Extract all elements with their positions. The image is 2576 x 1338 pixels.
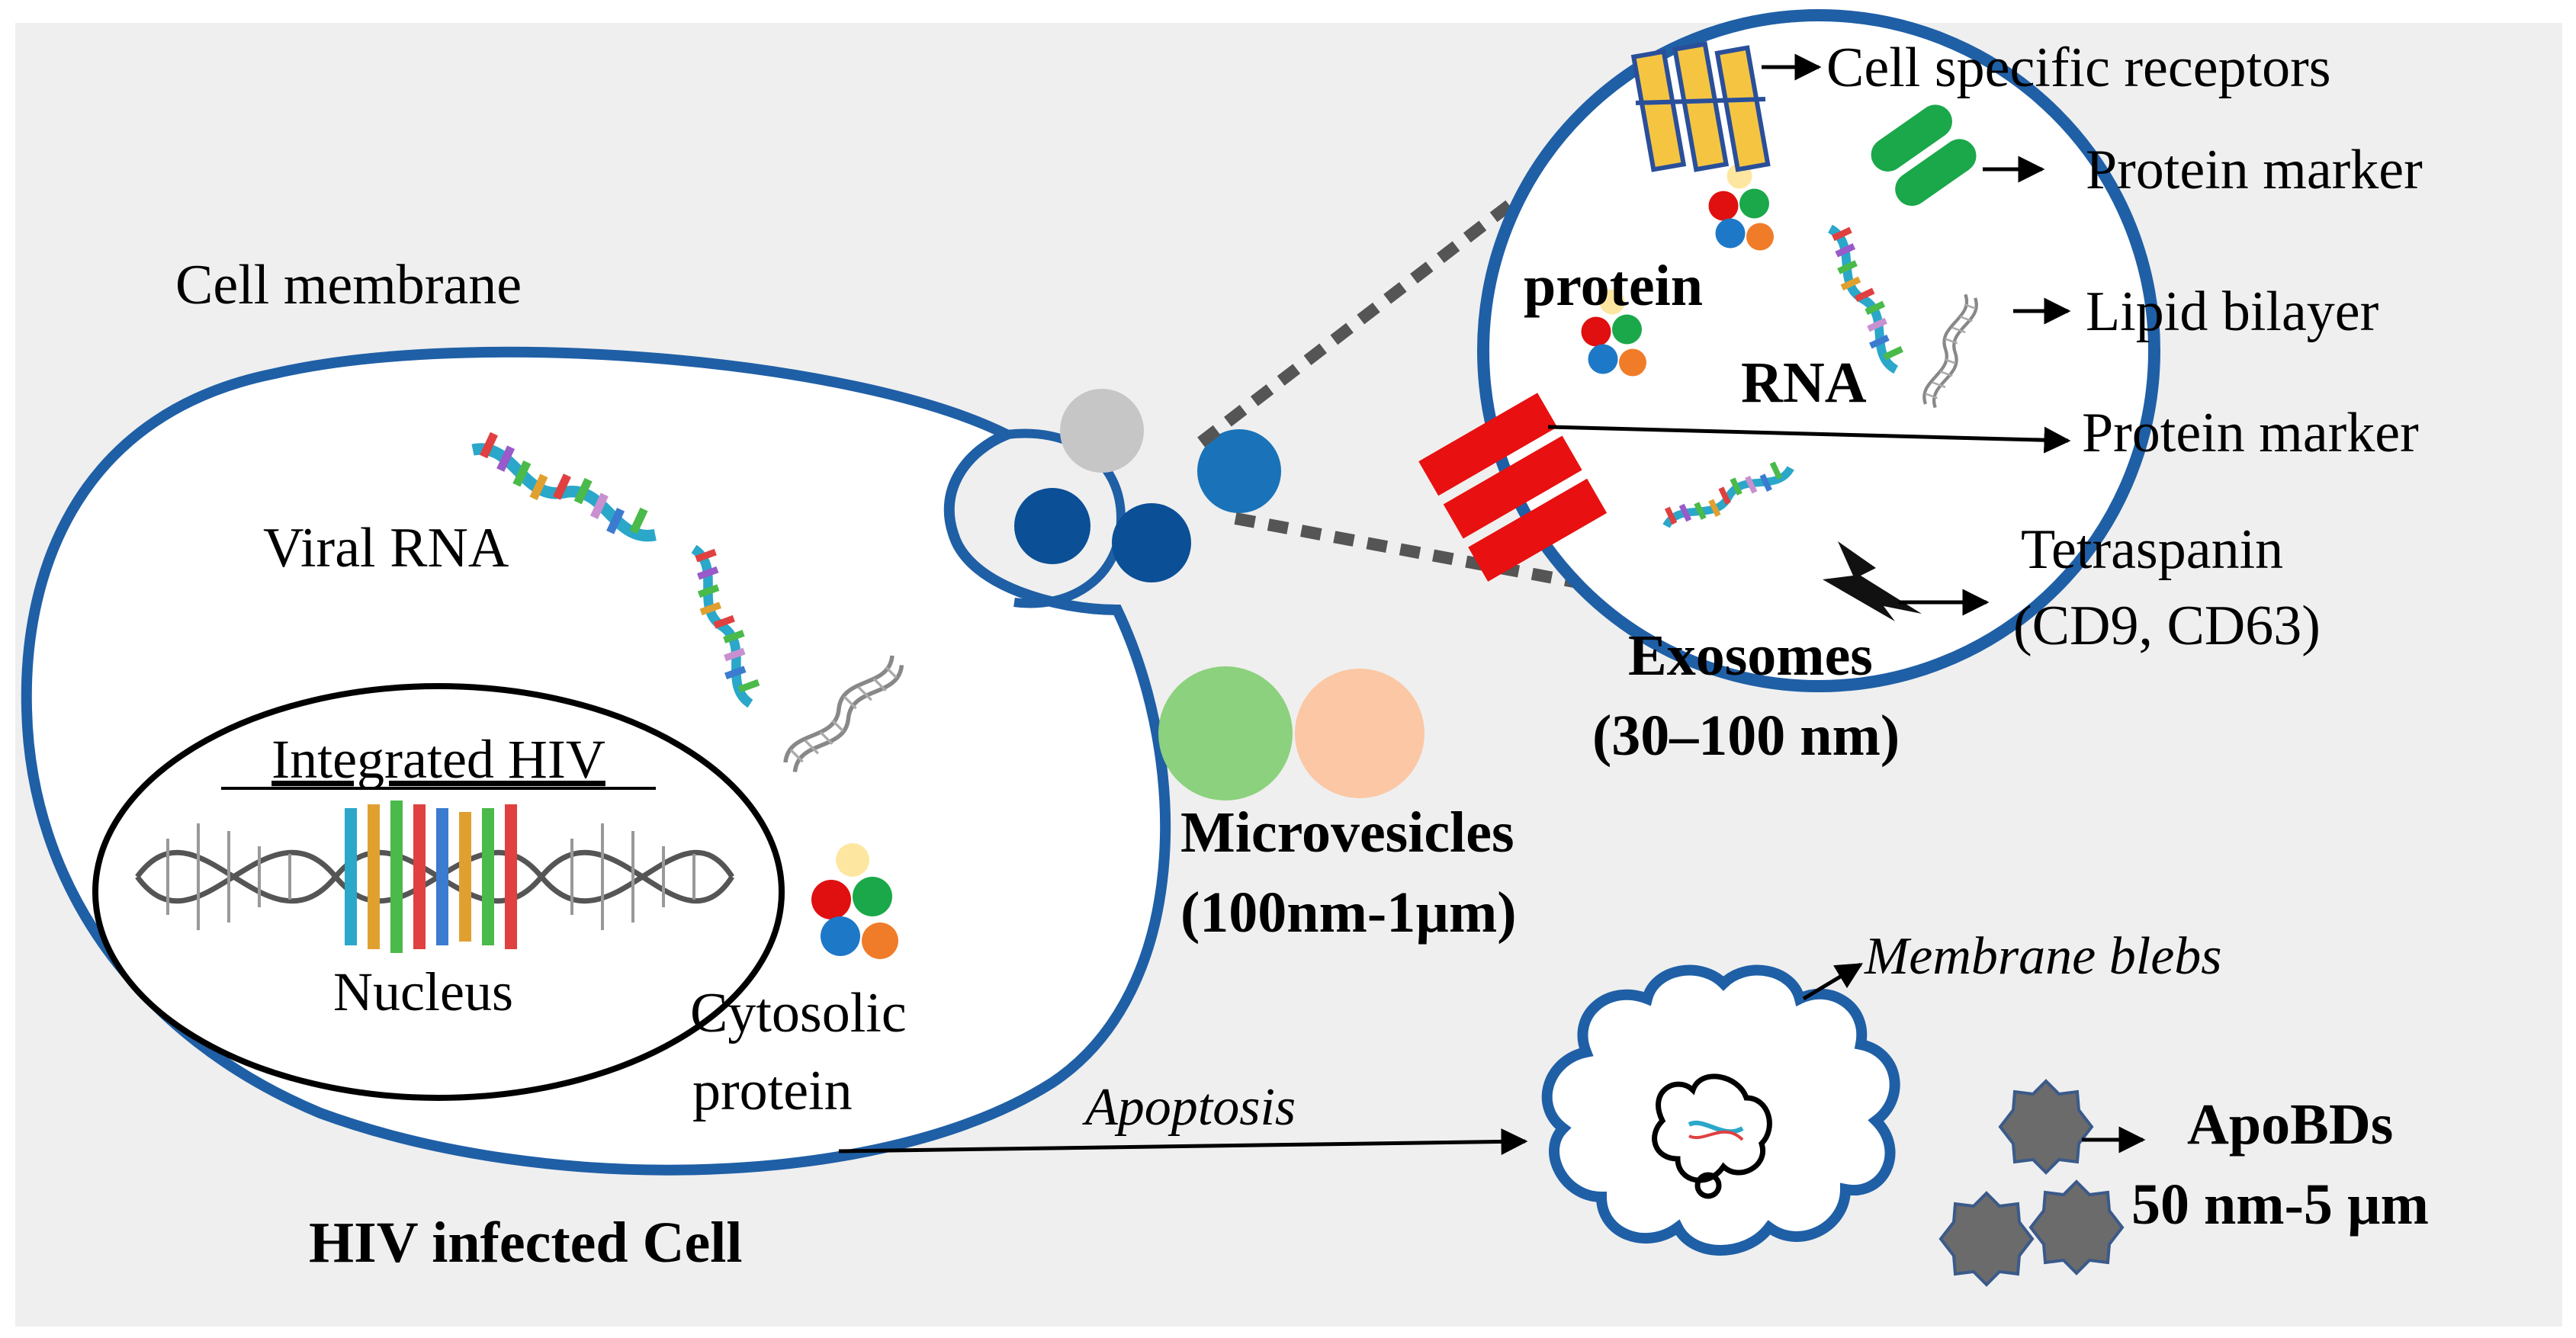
nucleus: Integrated HIV Nucleus <box>92 683 785 1101</box>
blue-vesicle <box>1197 429 1281 513</box>
apobds-label: ApoBDs <box>2187 1093 2393 1157</box>
protein-marker-mid-label: Protein marker <box>2082 402 2419 464</box>
cell-membrane-label: Cell membrane <box>175 254 522 316</box>
exosome-protein-label: protein <box>1524 254 1703 318</box>
protein-marker-icon <box>1871 104 1977 207</box>
protein-marker-icon <box>1418 393 1608 582</box>
nucleus-label: Nucleus <box>333 961 513 1022</box>
apoptotic-body-icon <box>1999 1080 2093 1174</box>
gray-vesicle <box>1060 389 1144 473</box>
microvesicle-peach <box>1295 669 1425 798</box>
cytosolic-label: Cytosolic <box>690 982 907 1044</box>
microvesicles-label: Microvesicles <box>1180 801 1514 865</box>
protein-marker-mid-arrow <box>1547 425 2071 454</box>
viral-rna-label: Viral RNA <box>263 517 509 579</box>
apoptotic-cell <box>1541 964 1900 1256</box>
cytosolic-protein-label: protein <box>692 1060 853 1122</box>
microvesicles-size-label: (100nm-1µm) <box>1180 881 1517 945</box>
dark-blue-vesicle <box>1014 488 1090 564</box>
apoptosis-arrow <box>838 1128 1528 1155</box>
protein-marker-top-label: Protein marker <box>2086 139 2423 201</box>
zoom-line-bottom <box>1234 512 1706 612</box>
membrane-blebs-label: Membrane blebs <box>1864 927 2222 986</box>
tetraspanin-label: Tetraspanin <box>2021 518 2283 581</box>
cell-specific-receptors-label: Cell specific receptors <box>1826 37 2331 99</box>
exosome-rna-label: RNA <box>1741 351 1867 415</box>
apoptotic-body-icon <box>1939 1192 2034 1286</box>
membrane-blebs-arrow <box>1802 962 1864 1001</box>
dna-helix-icon <box>135 801 734 953</box>
exosome: protein RNA <box>1477 9 2160 692</box>
apobds-size-label: 50 nm-5 µm <box>2131 1173 2429 1237</box>
apoptotic-body-icon <box>2029 1180 2124 1275</box>
zoom-line-top <box>1197 170 1552 448</box>
lipid-bilayer-label: Lipid bilayer <box>2086 281 2378 343</box>
budding-vesicles <box>1014 389 1281 582</box>
hiv-infected-cell-label: HIV infected Cell <box>309 1211 743 1275</box>
exosomes-label: Exosomes <box>1628 624 1873 688</box>
integrated-hiv-label: Integrated HIV <box>271 729 605 790</box>
apoptosis-label: Apoptosis <box>1082 1078 1296 1137</box>
tetraspanin-cd-label: (CD9, CD63) <box>2013 595 2321 657</box>
receptor-icon <box>1630 41 1771 172</box>
dark-blue-vesicle <box>1112 503 1191 582</box>
tetraspanin-icon <box>1823 541 1922 621</box>
exosomes-size-label: (30–100 nm) <box>1592 704 1900 768</box>
microvesicle-green <box>1158 666 1293 801</box>
exosome-membrane <box>1477 9 2160 692</box>
condensed-chromatin-icon <box>1652 1073 1772 1199</box>
